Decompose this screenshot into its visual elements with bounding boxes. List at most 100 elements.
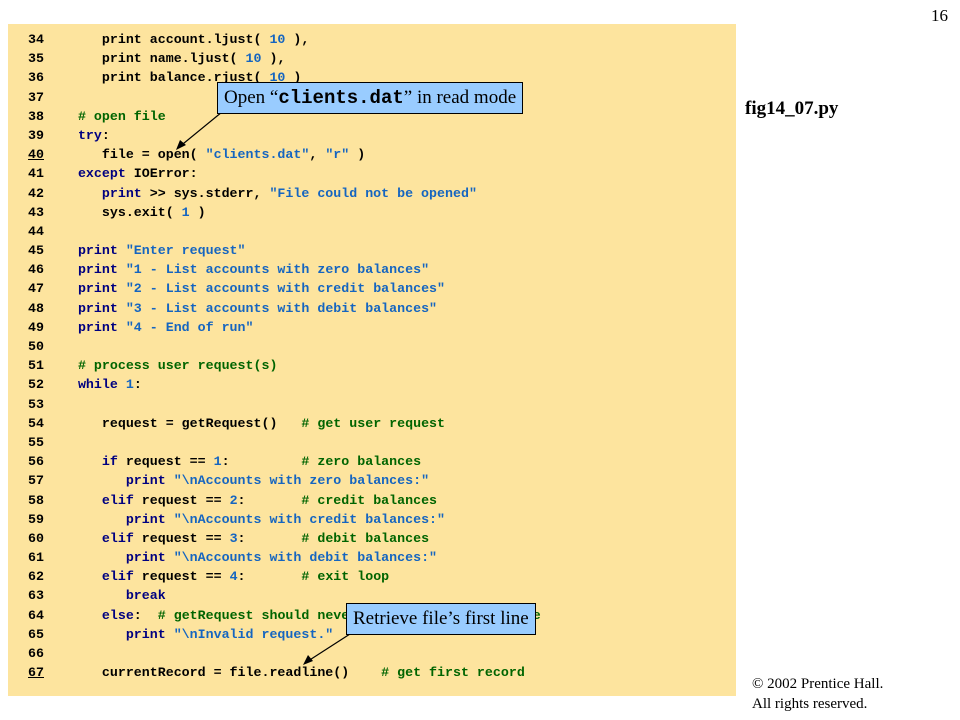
code-token: 4 xyxy=(229,569,238,585)
code-line: 41 except IOError: xyxy=(8,164,736,183)
code-token: , xyxy=(309,147,326,163)
code-token: : xyxy=(221,454,302,470)
code-token: "clients.dat" xyxy=(205,147,310,163)
code-token: "\nAccounts with zero balances:" xyxy=(173,473,430,489)
line-number: 43 xyxy=(28,204,44,220)
code-token: # zero balances xyxy=(301,454,422,470)
code-token: if xyxy=(54,454,118,470)
code-token: while xyxy=(54,377,126,393)
code-token: currentRecord = file.readline() xyxy=(54,665,382,681)
code-line: 67 currentRecord = file.readline() # get… xyxy=(8,663,736,682)
code-token: "\nAccounts with debit balances:" xyxy=(173,550,438,566)
code-line: 36 print balance.rjust( 10 ) xyxy=(8,68,736,87)
code-line: 56 if request == 1: # zero balances xyxy=(8,452,736,471)
code-token: "2 - List accounts with credit balances" xyxy=(125,281,446,297)
code-token: # credit balances xyxy=(301,492,438,508)
code-token: 10 xyxy=(269,32,286,47)
page-number: 16 xyxy=(931,6,948,25)
code-token: # open file xyxy=(54,108,166,124)
code-token: "\nAccounts with credit balances:" xyxy=(173,511,446,527)
open-file-callout-code: clients.dat xyxy=(278,87,404,109)
code-token: ) xyxy=(285,70,302,86)
code-line: 34 print account.ljust( 10 ), xyxy=(8,30,736,49)
line-number: 38 xyxy=(28,108,44,124)
figure-label: fig14_07.py xyxy=(745,98,839,119)
line-number: 64 xyxy=(28,607,44,623)
code-line: 42 print >> sys.stderr, "File could not … xyxy=(8,184,736,203)
code-line: 65 print "\nInvalid request." xyxy=(8,625,736,644)
code-token: "\nInvalid request." xyxy=(173,626,334,642)
code-line: 49 print "4 - End of run" xyxy=(8,318,736,337)
line-number: 56 xyxy=(28,454,44,470)
code-listing: 34 print account.ljust( 10 ),35 print na… xyxy=(8,24,736,696)
line-number: 49 xyxy=(28,319,44,335)
code-line: 48 print "3 - List accounts with debit b… xyxy=(8,299,736,318)
copyright-line-1: © 2002 Prentice Hall. xyxy=(752,676,884,692)
line-number: 53 xyxy=(28,396,44,412)
line-number: 45 xyxy=(28,243,44,259)
code-token: 10 xyxy=(245,51,262,67)
code-token: IOError: xyxy=(125,166,198,182)
code-line: 47 print "2 - List accounts with credit … xyxy=(8,279,736,298)
code-token: 10 xyxy=(269,70,286,86)
code-token: print xyxy=(54,319,126,335)
line-number: 36 xyxy=(28,70,44,86)
code-token: print name.ljust( xyxy=(54,51,246,67)
code-token: : xyxy=(237,492,302,508)
code-token: elif xyxy=(54,569,134,585)
line-number: 34 xyxy=(28,32,44,47)
code-token: request == xyxy=(133,530,230,546)
code-token: # exit loop xyxy=(301,569,390,585)
code-line: 53 xyxy=(8,395,736,414)
first-line-callout: Retrieve file’s first line xyxy=(346,603,536,635)
code-token: print balance.rjust( xyxy=(54,70,270,86)
code-line: 40 file = open( "clients.dat", "r" ) xyxy=(8,145,736,164)
code-token: ) xyxy=(349,147,366,163)
line-number: 48 xyxy=(28,300,44,316)
line-number: 44 xyxy=(28,223,44,239)
line-number: 59 xyxy=(28,511,44,527)
code-line: 55 xyxy=(8,433,736,452)
code-line: 52 while 1: xyxy=(8,375,736,394)
code-line: 58 elif request == 2: # credit balances xyxy=(8,491,736,510)
code-token: : xyxy=(237,569,302,585)
copyright: © 2002 Prentice Hall. All rights reserve… xyxy=(752,674,883,714)
line-number: 51 xyxy=(28,358,44,374)
line-number: 50 xyxy=(28,339,44,354)
line-number: 63 xyxy=(28,588,44,604)
code-token: : xyxy=(133,377,142,393)
line-number: 52 xyxy=(28,377,44,393)
code-line: 44 xyxy=(8,222,736,241)
code-token: 1 xyxy=(125,377,134,393)
code-token: "3 - List accounts with debit balances" xyxy=(125,300,438,316)
code-token: else xyxy=(54,607,134,623)
open-file-arrowhead xyxy=(176,140,186,150)
code-token: # process user request(s) xyxy=(54,358,278,374)
code-token: "File could not be opened" xyxy=(269,185,477,201)
line-number: 42 xyxy=(28,185,44,201)
open-file-callout-prefix: Open “ xyxy=(224,87,279,108)
code-token: 1 xyxy=(181,204,190,220)
code-line: 46 print "1 - List accounts with zero ba… xyxy=(8,260,736,279)
line-number: 62 xyxy=(28,569,44,585)
line-number: 60 xyxy=(28,530,44,546)
code-token: break xyxy=(54,588,166,604)
line-number: 67 xyxy=(28,665,44,681)
code-token: elif xyxy=(54,530,134,546)
line-number: 65 xyxy=(28,626,44,642)
code-line: 66 xyxy=(8,644,736,663)
code-token: # get first record xyxy=(381,665,525,681)
code-token: # get user request xyxy=(301,415,446,431)
code-line: 43 sys.exit( 1 ) xyxy=(8,203,736,222)
code-token: : xyxy=(101,127,110,143)
code-token: : xyxy=(133,607,158,623)
code-line: 38 # open file xyxy=(8,107,736,126)
line-number: 41 xyxy=(28,166,44,182)
code-line: 57 print "\nAccounts with zero balances:… xyxy=(8,471,736,490)
code-token: request == xyxy=(133,569,230,585)
code-token: ), xyxy=(285,32,310,47)
line-number: 58 xyxy=(28,492,44,508)
code-token: print xyxy=(54,550,174,566)
code-token: "4 - End of run" xyxy=(125,319,254,335)
code-line: 62 elif request == 4: # exit loop xyxy=(8,567,736,586)
